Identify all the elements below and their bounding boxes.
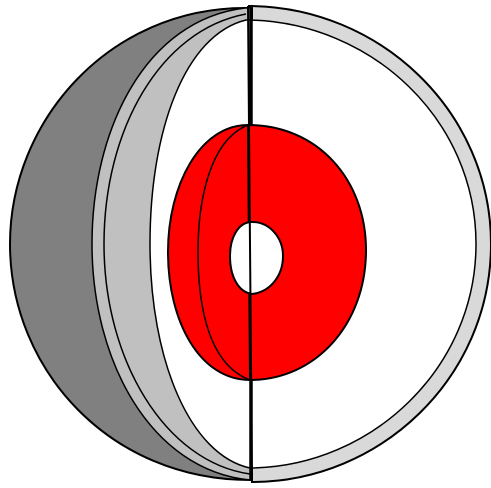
cutaway-sphere-diagram bbox=[0, 0, 491, 488]
